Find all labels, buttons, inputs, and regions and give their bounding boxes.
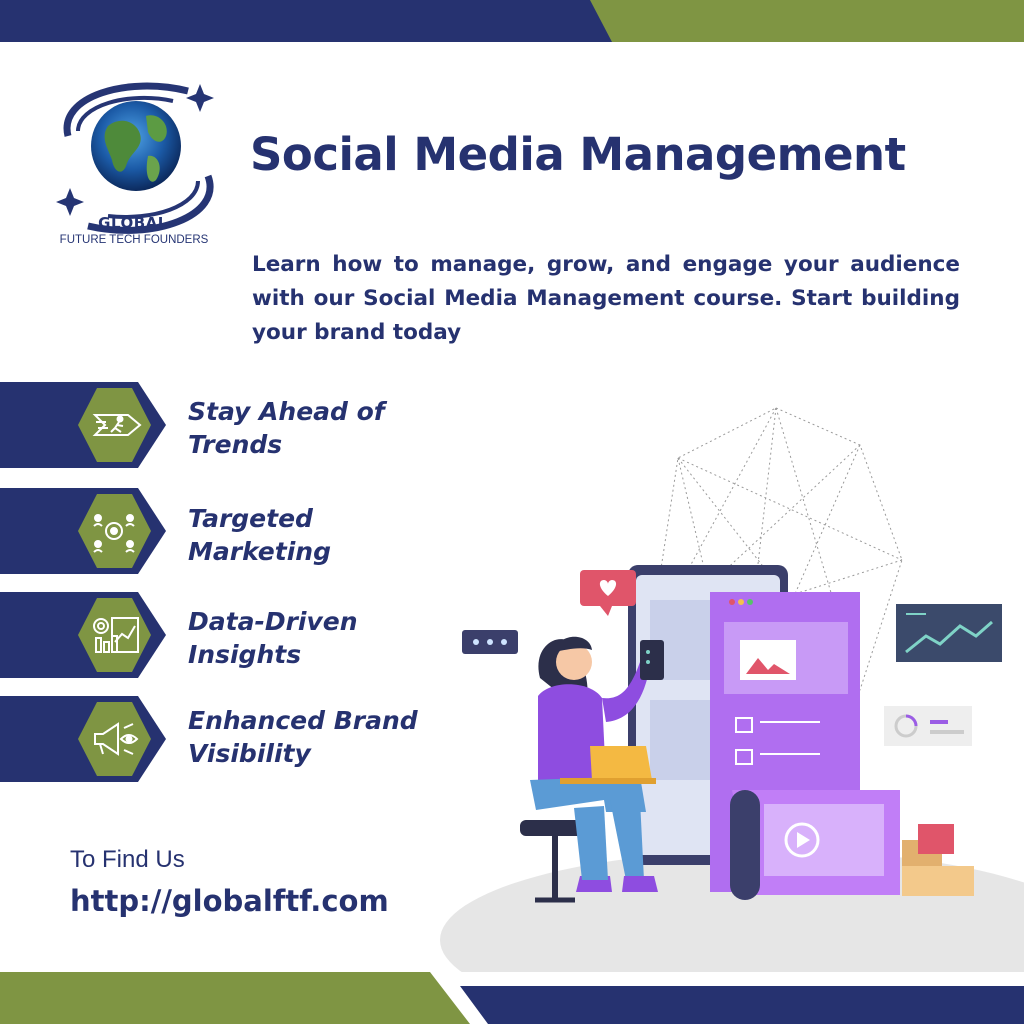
website-link[interactable]: http://globalftf.com (70, 884, 389, 918)
feature-label-trends: Stay Ahead of Trends (188, 397, 385, 459)
page-title: Social Media Management (250, 128, 906, 181)
course-description: Learn how to manage, grow, and engage yo… (252, 252, 960, 345)
feature-label-marketing: Targeted Marketing (188, 504, 331, 566)
contact-label: To Find Us (70, 846, 185, 873)
brand-name: GLOBAL (98, 214, 168, 232)
top-banner-stripe (0, 0, 1024, 42)
running-arrow-icon (92, 414, 142, 436)
globe-logo-icon (56, 82, 214, 234)
target-audience-icon (93, 514, 135, 553)
feature-badge-trends (0, 382, 166, 468)
analytics-chart-icon (93, 617, 139, 653)
feature-badge-marketing (0, 488, 166, 574)
bottom-banner-stripe (0, 972, 1024, 1024)
feature-label-visibility: Enhanced Brand Visibility (188, 706, 418, 768)
feature-badge-insights (0, 592, 166, 678)
brand-tagline: FUTURE TECH FOUNDERS (59, 234, 209, 246)
social-media-illustration (440, 407, 1024, 1000)
megaphone-eye-icon (94, 722, 139, 756)
feature-badge-visibility (0, 696, 166, 782)
feature-label-insights: Data-Driven Insights (188, 607, 358, 669)
